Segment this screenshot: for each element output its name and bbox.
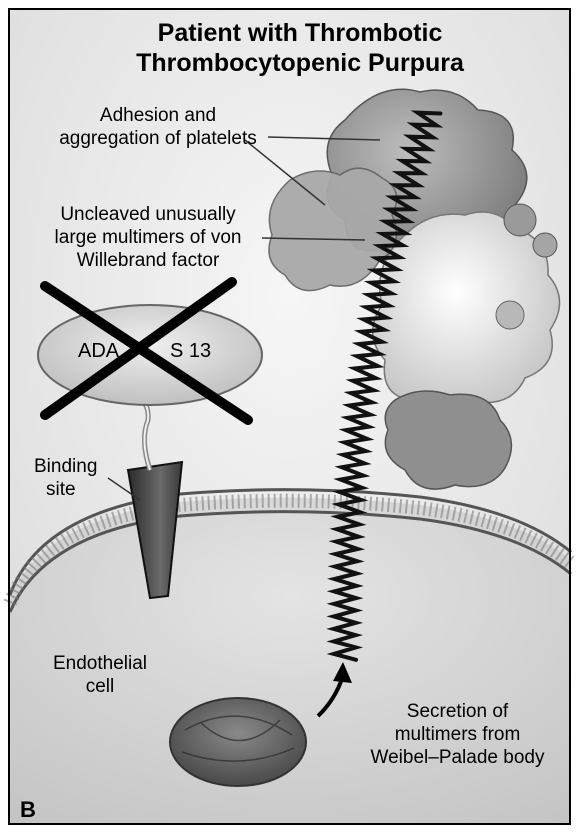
- label-enzyme-right: S 13: [170, 340, 211, 363]
- figure-title: Patient with Thrombotic Thrombocytopenic…: [100, 18, 500, 78]
- title-line-1: Patient with Thrombotic: [100, 18, 500, 48]
- panel-letter: B: [20, 797, 36, 823]
- label-binding-site: Binding site: [34, 455, 97, 501]
- title-line-2: Thrombocytopenic Purpura: [100, 48, 500, 78]
- label-endothelial-cell: Endothelial cell: [30, 652, 170, 698]
- label-secretion: Secretion of multimers from Weibel–Palad…: [350, 700, 565, 769]
- label-adhesion: Adhesion and aggregation of platelets: [38, 104, 278, 150]
- label-enzyme-left: ADA: [78, 340, 119, 363]
- label-uncleaved-multimers: Uncleaved unusually large multimers of v…: [28, 203, 268, 272]
